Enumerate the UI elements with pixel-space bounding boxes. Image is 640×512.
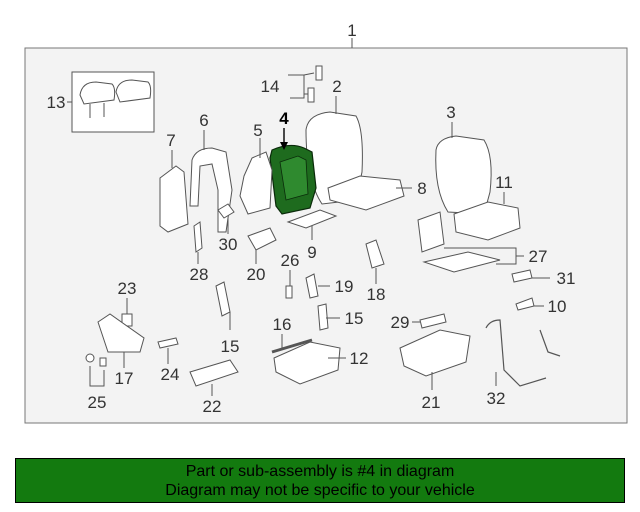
callout-1: 1 (347, 21, 356, 40)
callout-9: 9 (307, 243, 316, 262)
callout-2: 2 (332, 77, 341, 96)
callout-29: 29 (391, 313, 410, 332)
callout-18: 18 (367, 285, 386, 304)
callout-20: 20 (247, 265, 266, 284)
callout-6: 6 (199, 111, 208, 130)
part-7-side-panel (159, 165, 189, 233)
callout-22: 22 (203, 397, 222, 416)
part-19-latch (305, 273, 319, 299)
callout-25: 25 (88, 393, 107, 412)
part-3-seat-back (435, 135, 492, 215)
callout-11: 11 (495, 173, 513, 192)
callout-27: 27 (529, 247, 548, 266)
part-32-wiring-harness (485, 319, 561, 387)
callout-30: 30 (219, 235, 238, 254)
banner-line-disclaimer: Diagram may not be specific to your vehi… (165, 482, 475, 499)
callout-28: 28 (190, 265, 209, 284)
part-15-bracket-a (317, 303, 329, 331)
callout-16: 16 (273, 315, 292, 334)
part-13-headrests (79, 79, 152, 118)
part-30-clip (217, 203, 235, 219)
part-29-cover (419, 313, 447, 329)
callout-17: 17 (115, 369, 134, 388)
part-20-panel (247, 227, 277, 251)
part-21-seat-track (399, 329, 471, 377)
callout-24: 24 (161, 365, 180, 384)
callout-21: 21 (422, 393, 441, 412)
banner-line-part-number: Part or sub-assembly is #4 in diagram (185, 463, 455, 480)
callout-8: 8 (417, 179, 426, 198)
notice-banner: Part or sub-assembly is #4 in diagram Di… (15, 458, 625, 503)
part-22-switch-bezel (189, 359, 239, 387)
part-25-knob-a (85, 353, 95, 363)
callout-19: 19 (335, 277, 354, 296)
callout-14: 14 (261, 77, 280, 96)
leader-25 (89, 366, 105, 387)
callout-12: 12 (350, 349, 369, 368)
callout-13: 13 (47, 93, 66, 112)
callout-26: 26 (281, 251, 300, 270)
callout-32: 32 (487, 389, 506, 408)
part-14-guides (307, 65, 323, 103)
part-9-pad (286, 209, 338, 229)
callout-5: 5 (253, 121, 262, 140)
part-11-cushion (453, 201, 521, 241)
callout-31: 31 (557, 269, 576, 288)
part-8-cushion-cover (327, 175, 405, 211)
callout-15a: 15 (345, 309, 364, 328)
callout-4: 4 (279, 109, 289, 128)
part-26-clip (285, 285, 293, 299)
callout-7: 7 (166, 131, 175, 150)
leader-14 (288, 74, 305, 99)
part-17-side-shield (97, 313, 145, 353)
callout-23: 23 (118, 279, 137, 298)
part-18-trim (365, 239, 385, 269)
callout-10: 10 (548, 297, 567, 316)
part-5-trim-panel (239, 151, 273, 215)
part-16-rod (271, 338, 313, 354)
part-25-knob-b (99, 357, 107, 367)
part-27-panel (417, 211, 445, 253)
part-28-bracket (193, 221, 203, 253)
callout-15b: 15 (221, 337, 240, 356)
callout-3: 3 (446, 103, 455, 122)
part-24-cover (157, 337, 179, 349)
